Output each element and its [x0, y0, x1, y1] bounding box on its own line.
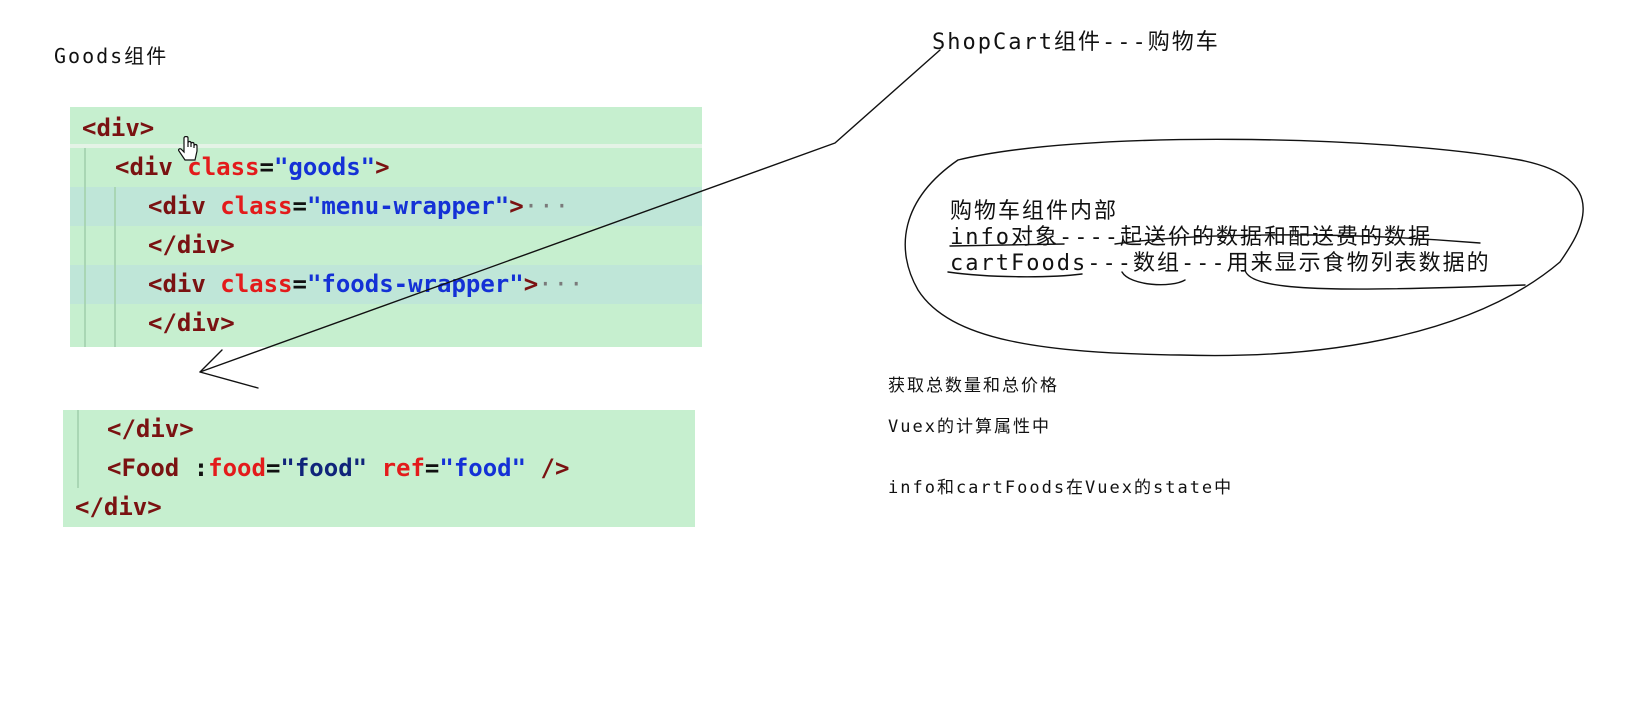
code-token-tag: <div: [148, 192, 206, 220]
code-fold-ellipsis[interactable]: ···: [538, 270, 585, 298]
indent-guide: [114, 187, 116, 347]
code-token-string: "food": [280, 454, 368, 482]
code-token-attr: ref: [381, 454, 425, 482]
indent-guide: [77, 410, 79, 488]
code-token-equals: =: [259, 153, 274, 181]
code-token-attr: food: [208, 454, 266, 482]
code-token-string: "menu-wrapper": [306, 192, 510, 220]
code-line-food-component: <Food :food="food" ref="food" />: [63, 449, 695, 488]
code-line-root-open: <div>: [70, 109, 702, 148]
indent-guide: [84, 148, 86, 347]
code-token-equals: =: [265, 454, 281, 482]
hand-cursor-icon: [178, 136, 198, 161]
code-token-equals: =: [424, 454, 440, 482]
code-line-foods-close: </div>: [70, 304, 702, 343]
pointer-arrow-head: [199, 349, 223, 373]
goods-component-title: Goods组件: [54, 44, 169, 68]
code-token-attr: class: [220, 270, 293, 298]
bubble-line-cart-internal: 购物车组件内部: [950, 199, 1119, 224]
code-token-string: "food": [439, 454, 527, 482]
code-token-tag: >: [375, 153, 390, 181]
code-fold-ellipsis[interactable]: ···: [523, 192, 571, 220]
note-vuex-state: info和cartFoods在Vuex的state中: [888, 478, 1234, 498]
shopcart-component-title: ShopCart组件---购物车: [932, 30, 1220, 55]
note-vuex-computed: Vuex的计算属性中: [888, 417, 1051, 437]
code-token-tag: <div: [115, 153, 173, 181]
code-token-tag: </div>: [148, 309, 235, 337]
bubble-line-cartfoods: cartFoods---数组---用来显示食物列表数据的: [950, 251, 1491, 276]
code-line-goods-close: </div>: [63, 410, 695, 449]
code-line-menu-wrapper: <div class="menu-wrapper">···: [70, 187, 702, 226]
note-totals: 获取总数量和总价格: [888, 376, 1059, 396]
code-line-root-close: </div>: [63, 488, 695, 527]
code-token-tag: </div>: [107, 415, 194, 443]
code-token-tag: <div>: [82, 114, 155, 142]
code-line-goods-div: <div class="goods">: [70, 148, 702, 187]
code-token-colon: :: [193, 454, 209, 482]
code-token-string: "foods-wrapper": [306, 270, 524, 298]
code-token-tag: >: [523, 270, 539, 298]
code-token-tag: />: [540, 454, 570, 482]
code-token-tag: <div: [148, 270, 206, 298]
food-code-block: </div> <Food :food="food" ref="food" /> …: [63, 410, 695, 527]
code-token-tag: </div>: [148, 231, 235, 259]
code-token-tag: <Food: [107, 454, 180, 482]
code-token-equals: =: [292, 270, 307, 298]
code-token-equals: =: [292, 192, 307, 220]
goods-code-block: <div> <div class="goods"> <div class="me…: [70, 107, 702, 347]
code-token-tag: </div>: [75, 493, 162, 521]
code-token-string: "goods": [273, 153, 376, 181]
code-token-tag: >: [509, 192, 524, 220]
code-line-menu-close: </div>: [70, 226, 702, 265]
code-token-attr: class: [220, 192, 293, 220]
bubble-line-info: info对象----起送价的数据和配送费的数据: [950, 225, 1432, 250]
code-line-foods-wrapper: <div class="foods-wrapper">···: [70, 265, 702, 304]
